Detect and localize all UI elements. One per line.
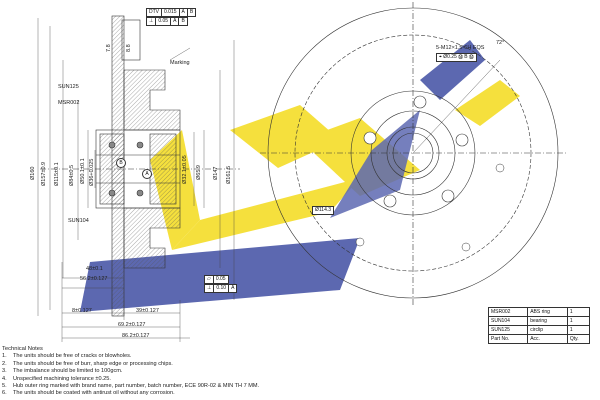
marking-label: Marking bbox=[170, 60, 190, 66]
sun125-label: SUN125 bbox=[58, 84, 79, 90]
dim-69-2: 69.2±0.127 bbox=[118, 322, 146, 328]
note-item: 6.The units should be coated with antiru… bbox=[2, 390, 175, 397]
perpendicularity-frame-top: ⊥ 0.05 A B bbox=[146, 17, 188, 26]
bolt-spec-label: 5-M12×1.5-6H EQS bbox=[436, 45, 485, 51]
dim-d50: Ø50.1±0.1 bbox=[80, 158, 86, 184]
vent-holes bbox=[355, 163, 505, 252]
dim-56-2: 56.2±0.127 bbox=[80, 276, 108, 282]
msr002-label: MSR002 bbox=[58, 100, 80, 106]
dim-d115: Ø115±0.1 bbox=[54, 162, 60, 186]
dim-d160: Ø160 bbox=[30, 166, 36, 180]
datum-b-marker: B bbox=[116, 158, 126, 168]
dim-thickness: 7.8 bbox=[106, 44, 112, 52]
technical-notes: Technical Notes 1.The units should be fr… bbox=[2, 346, 332, 398]
datum-a-marker: A bbox=[142, 169, 152, 179]
notes-title: Technical Notes bbox=[2, 346, 43, 352]
dim-d157: Ø157±0.9 bbox=[41, 161, 47, 186]
note-item: 1.The units should be free of cracks or … bbox=[2, 353, 132, 360]
front-view bbox=[260, 2, 566, 306]
dim-d36: Ø36+0.025 bbox=[89, 158, 95, 186]
angle-label: 72° bbox=[496, 40, 505, 46]
dim-d32: Ø32.1±0.05 bbox=[182, 155, 188, 184]
pcd-label: Ø114.3 bbox=[312, 206, 335, 215]
bolt-position-frame: ⌖ Ø0.25 Ⓜ B Ⓜ bbox=[436, 53, 477, 62]
note-item: 4.Unspecified machining tolerance ±0.25. bbox=[2, 375, 111, 382]
dim-39: 39±0.127 bbox=[136, 308, 159, 314]
dim-d65: Ø65.9 bbox=[196, 165, 202, 180]
sun104-label: SUN104 bbox=[68, 218, 89, 224]
bolt-holes bbox=[363, 95, 469, 208]
note-item: 5.Hub outer ring marked with brand name,… bbox=[2, 383, 260, 390]
perpendicularity-frame-bottom: ⊥ 0.10 A bbox=[204, 284, 238, 293]
note-item: 3.The imbalance should be limited to 100… bbox=[2, 368, 123, 375]
dim-d84: Ø84±0.5 bbox=[69, 164, 75, 186]
note-item: 2.The units should be free of burr, shar… bbox=[2, 360, 173, 367]
dim-thickness-2: 8.8 bbox=[126, 44, 132, 52]
dim-d161: Ø161.5 bbox=[226, 165, 232, 184]
dtv-tolerance-frame: DTV 0.015 A B bbox=[146, 8, 197, 17]
table-header-row: Part No.Acc.Qty. bbox=[487, 334, 591, 344]
dim-86-2: 86.2±0.127 bbox=[122, 333, 150, 339]
dim-48: 48±0.1 bbox=[86, 266, 103, 272]
brand-logo-watermark bbox=[80, 40, 520, 312]
dim-8: 8±0.127 bbox=[72, 308, 92, 314]
flatness-frame: ⏥ 0.05 bbox=[204, 275, 229, 284]
dimension-lines bbox=[37, 18, 235, 342]
dim-d147: Ø147 bbox=[213, 166, 219, 180]
